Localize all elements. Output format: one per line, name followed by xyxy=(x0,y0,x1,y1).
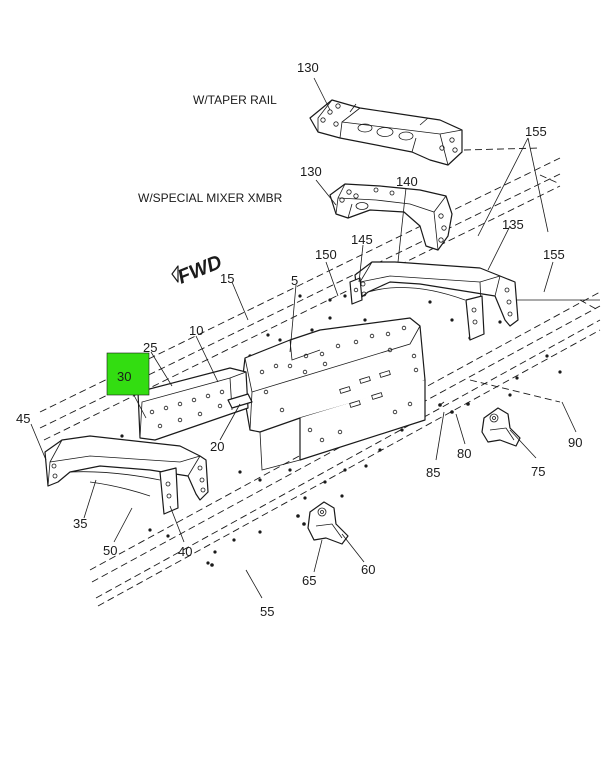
callout-60[interactable]: 60 xyxy=(361,562,375,577)
part-75-hanger-bracket xyxy=(481,407,521,447)
leader-lines xyxy=(30,77,577,599)
callout-45[interactable]: 45 xyxy=(16,411,30,426)
part-35-front-crossmember xyxy=(44,435,209,515)
callout-85[interactable]: 85 xyxy=(426,465,440,480)
callout-5[interactable]: 5 xyxy=(291,273,298,288)
part-20-bracket xyxy=(227,393,253,409)
callout-20[interactable]: 20 xyxy=(210,439,224,454)
callout-155-lower[interactable]: 155 xyxy=(543,247,565,262)
callout-75[interactable]: 75 xyxy=(531,464,545,479)
part-5-main-crossmember xyxy=(241,317,426,471)
callout-25[interactable]: 25 xyxy=(143,340,157,355)
callout-130-taper[interactable]: 130 xyxy=(297,60,319,75)
callout-labels: 130 155 130 140 135 145 150 155 15 5 10 … xyxy=(16,60,582,619)
part-10-web-plate xyxy=(137,367,249,441)
part-145-plate xyxy=(349,277,363,305)
callout-30[interactable]: 30 xyxy=(117,369,131,384)
callout-65[interactable]: 65 xyxy=(302,573,316,588)
fwd-indicator: FWD xyxy=(171,251,225,289)
caption-special-mixer: W/SPECIAL MIXER XMBR xyxy=(138,191,283,205)
caption-taper-rail: W/TAPER RAIL xyxy=(193,93,277,107)
bolts xyxy=(210,401,470,567)
fwd-label: FWD xyxy=(175,251,225,288)
highlight-box-30[interactable] xyxy=(106,352,150,396)
callout-90[interactable]: 90 xyxy=(568,435,582,450)
part-130-special-mixer-crossmember xyxy=(329,183,453,251)
callout-135[interactable]: 135 xyxy=(502,217,524,232)
callout-10[interactable]: 10 xyxy=(189,323,203,338)
callout-50[interactable]: 50 xyxy=(103,543,117,558)
callout-80[interactable]: 80 xyxy=(457,446,471,461)
part-130-taper-rail-crossmember xyxy=(309,99,463,166)
callout-35[interactable]: 35 xyxy=(73,516,87,531)
callout-140[interactable]: 140 xyxy=(396,174,418,189)
callout-150[interactable]: 150 xyxy=(315,247,337,262)
part-135-rear-crossmember xyxy=(354,261,519,341)
callout-15[interactable]: 15 xyxy=(220,271,234,286)
part-60-hanger-bracket xyxy=(307,501,349,545)
callout-145[interactable]: 145 xyxy=(351,232,373,247)
fwd-arrow-icon xyxy=(171,265,179,283)
callout-55[interactable]: 55 xyxy=(260,604,274,619)
callout-40[interactable]: 40 xyxy=(178,544,192,559)
callout-155-upper[interactable]: 155 xyxy=(525,124,547,139)
callout-130-mixer[interactable]: 130 xyxy=(300,164,322,179)
